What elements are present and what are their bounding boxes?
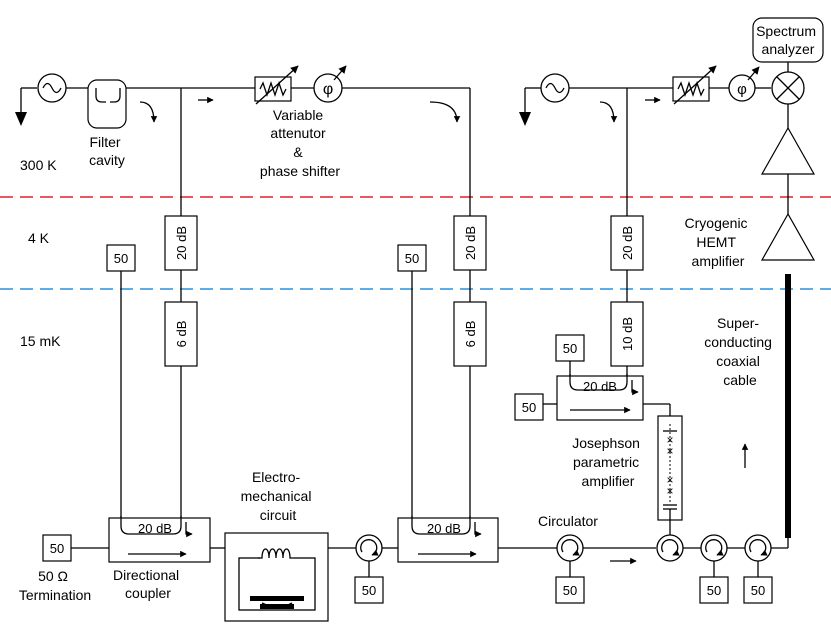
svg-text:20 dB: 20 dB	[427, 521, 461, 536]
temp-15mk-label: 15 mK	[20, 333, 61, 349]
directional-coupler-label: Directional coupler	[113, 567, 183, 601]
attenuator-20db-mid	[453, 215, 487, 271]
electromechanical-label: Electro- mechanical circuit	[241, 469, 316, 523]
ground-icon	[519, 87, 541, 126]
ground-icon	[15, 87, 37, 126]
phase-shifter-icon: φ	[313, 65, 347, 103]
phase-shifter-icon: φ	[728, 66, 760, 102]
filter-cavity-label: Filter cavity	[89, 134, 125, 168]
cryogenic-hemt-label: Cryogenic HEMT amplifier	[685, 215, 752, 269]
attenuator-20db-left	[164, 215, 198, 271]
svg-text:50: 50	[362, 583, 376, 598]
svg-text:×: ×	[666, 473, 673, 487]
load-circ2	[555, 576, 585, 604]
svg-text:50: 50	[563, 341, 577, 356]
load-circ5	[743, 576, 773, 604]
superconducting-cable-label: Super- conducting coaxial cable	[704, 315, 776, 388]
directional-coupler-jpa: 20 dB	[556, 374, 644, 421]
inductor-icon	[258, 548, 294, 559]
svg-text:50: 50	[563, 583, 577, 598]
svg-text:50: 50	[751, 583, 765, 598]
load-4k-left	[106, 244, 136, 272]
svg-text:50: 50	[50, 541, 64, 556]
load-jpa-top	[555, 334, 585, 362]
attenuator-10db-right	[610, 301, 644, 367]
load-circ1	[354, 576, 384, 604]
svg-text:×: ×	[666, 484, 673, 498]
attenuator-6db-left-label: 6 dB	[174, 321, 189, 348]
svg-text:50: 50	[522, 400, 536, 415]
circulator-icon	[656, 534, 684, 562]
variable-resistor-icon	[672, 65, 717, 105]
load-4k-mid	[397, 244, 427, 272]
amplifier-triangle-icon	[760, 126, 816, 175]
attenuator-20db-mid-label: 20 dB	[463, 226, 478, 260]
svg-text:20 dB: 20 dB	[138, 521, 172, 536]
variable-attenuator-label: Variable attenutor & phase shifter	[260, 107, 340, 179]
svg-text:φ: φ	[737, 81, 747, 98]
svg-text:×: ×	[666, 433, 673, 447]
temp-4k-label: 4 K	[28, 230, 50, 246]
load-circ4	[699, 576, 729, 604]
svg-text:φ: φ	[323, 81, 333, 98]
termination-label: 50 Ω Termination	[19, 568, 91, 603]
attenuator-6db-mid	[453, 301, 487, 367]
attenuator-20db-left-label: 20 dB	[174, 226, 189, 260]
load-jpa-left	[514, 393, 544, 421]
svg-text:50: 50	[405, 251, 419, 266]
directional-coupler-left: 20 dB	[108, 516, 211, 563]
svg-text:20 dB: 20 dB	[583, 379, 617, 394]
variable-resistor-icon	[254, 65, 299, 105]
sine-source-icon	[37, 73, 67, 103]
spectrum-analyzer-label: Spectrum analyzer	[756, 23, 820, 57]
circulator-icon	[355, 534, 383, 562]
circulator-label: Circulator	[538, 513, 598, 529]
spectrum-analyzer-box	[752, 17, 824, 63]
circulator-icon	[700, 534, 728, 562]
svg-text:50: 50	[114, 251, 128, 266]
filter-cavity-icon	[87, 79, 127, 129]
attenuator-10db-right-label: 10 dB	[620, 317, 635, 351]
svg-text:×: ×	[666, 444, 673, 458]
sine-source-icon	[540, 73, 570, 103]
circulator-icon	[744, 534, 772, 562]
mixer-icon	[771, 71, 805, 105]
josephson-label: Josephson parametric amplifier	[572, 435, 644, 489]
attenuator-20db-right-label: 20 dB	[620, 226, 635, 260]
amplifier-triangle-icon	[760, 212, 816, 261]
svg-text:50: 50	[707, 583, 721, 598]
attenuator-20db-right	[610, 215, 644, 271]
electromechanical-circuit	[224, 532, 329, 622]
temp-300k-label: 300 K	[20, 157, 57, 173]
attenuator-6db-mid-label: 6 dB	[463, 321, 478, 348]
circulator-icon	[556, 534, 584, 562]
directional-coupler-mid: 20 dB	[397, 516, 499, 563]
josephson-junction-icon: × × × ×	[657, 415, 683, 521]
termination-50	[42, 534, 72, 562]
